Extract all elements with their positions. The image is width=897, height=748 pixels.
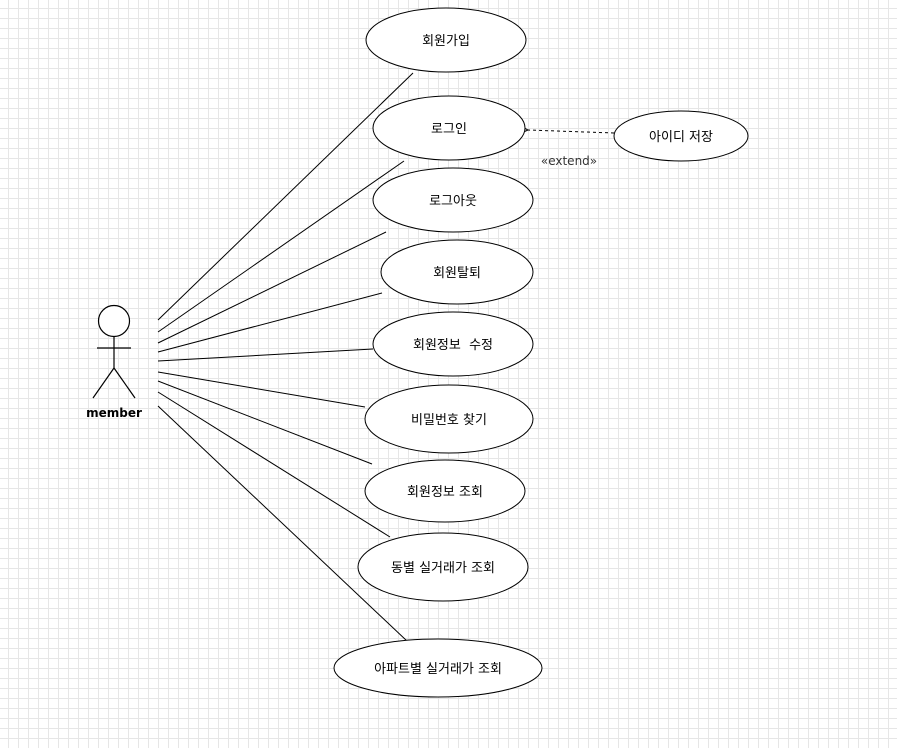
- use-case-save-id[interactable]: 아이디 저장: [613, 110, 749, 162]
- use-case-login[interactable]: 로그인: [372, 95, 526, 161]
- use-case-logout[interactable]: 로그아웃: [372, 167, 534, 233]
- association-edit-info[interactable]: [157, 348, 374, 362]
- use-case-ellipse: [364, 459, 526, 523]
- use-case-signup[interactable]: 회원가입: [365, 7, 527, 73]
- use-case-label: 비밀번호 찾기: [411, 413, 487, 428]
- association-withdraw[interactable]: [157, 292, 383, 353]
- use-case-ellipse: [364, 384, 534, 454]
- use-case-view-info[interactable]: 회원정보 조회: [364, 459, 526, 523]
- use-case-deal-by-dong[interactable]: 동별 실거래가 조회: [357, 532, 529, 602]
- use-case-ellipse: [372, 167, 534, 233]
- use-case-label: 아파트별 실거래가 조회: [374, 662, 502, 677]
- use-case-edit-info[interactable]: 회원정보 수정: [372, 311, 534, 377]
- use-case-ellipse: [380, 239, 534, 305]
- association-signup[interactable]: [157, 72, 414, 321]
- use-case-label: 회원탈퇴: [433, 266, 481, 281]
- use-case-label: 로그아웃: [429, 194, 477, 209]
- use-case-label: 회원정보 수정: [413, 338, 493, 353]
- use-case-find-password[interactable]: 비밀번호 찾기: [364, 384, 534, 454]
- use-case-ellipse: [372, 95, 526, 161]
- use-case-label: 동별 실거래가 조회: [391, 561, 495, 576]
- use-case-deal-by-apt[interactable]: 아파트별 실거래가 조회: [333, 638, 543, 698]
- association-deal-by-dong[interactable]: [157, 391, 391, 538]
- use-case-withdraw[interactable]: 회원탈퇴: [380, 239, 534, 305]
- use-case-label: 아이디 저장: [649, 130, 713, 145]
- use-case-ellipse: [613, 110, 749, 162]
- association-login[interactable]: [157, 160, 405, 333]
- use-case-ellipse: [365, 7, 527, 73]
- association-find-password[interactable]: [157, 371, 366, 408]
- actor-name: member: [86, 406, 142, 420]
- extend-stereotype-label: «extend»: [541, 154, 597, 168]
- associations: [157, 72, 414, 642]
- association-view-info[interactable]: [157, 380, 373, 465]
- actor-left-leg: [92, 367, 115, 399]
- use-case-label: 회원정보 조회: [407, 485, 483, 500]
- extend-arrow[interactable]: [528, 130, 615, 133]
- actor-right-leg: [113, 367, 136, 399]
- association-logout[interactable]: [157, 231, 387, 344]
- use-case-ellipse: [357, 532, 529, 602]
- use-case-label: 회원가입: [422, 34, 470, 49]
- use-case-ellipse: [372, 311, 534, 377]
- use-case-label: 로그인: [431, 122, 467, 137]
- use-case-ellipse: [333, 638, 543, 698]
- extend-relation: «extend»: [528, 130, 615, 168]
- actor-head: [97, 304, 131, 338]
- actor-member[interactable]: member: [86, 304, 142, 421]
- association-deal-by-apt[interactable]: [157, 405, 408, 642]
